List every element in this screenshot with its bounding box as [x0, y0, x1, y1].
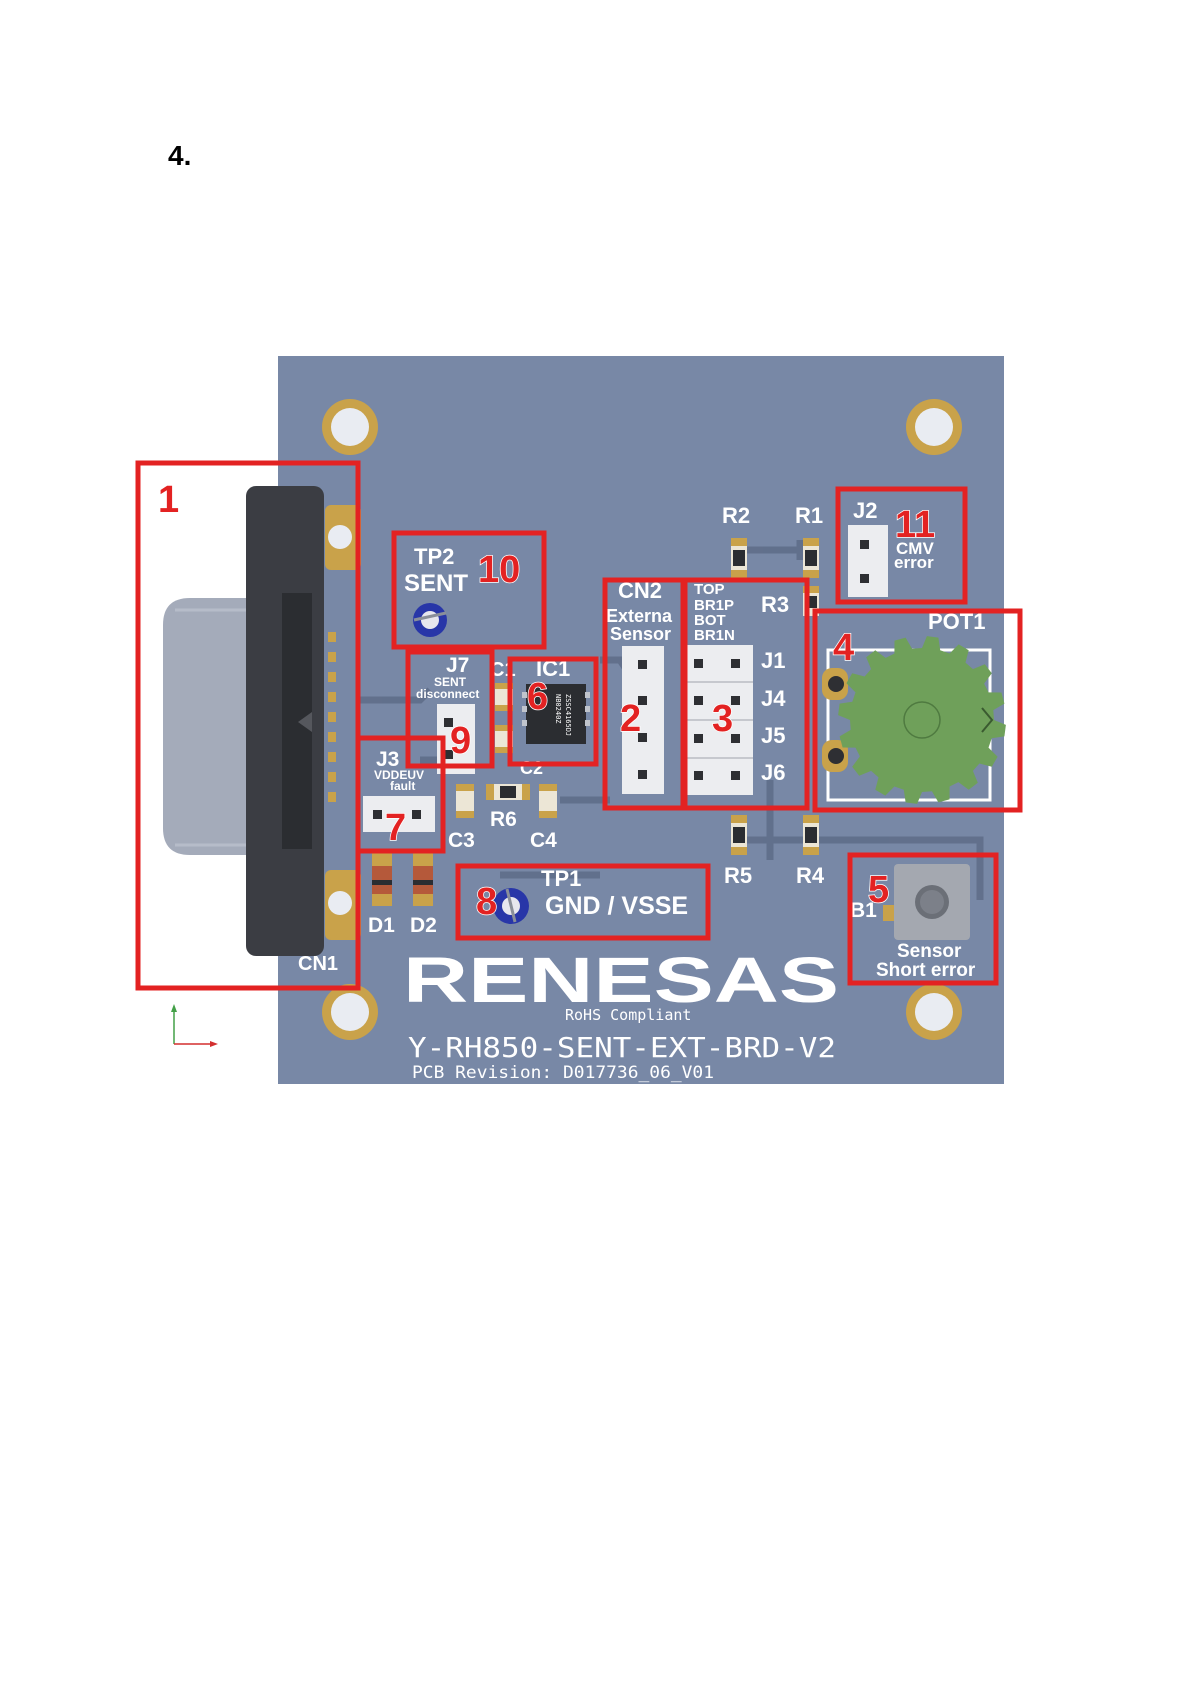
callout-number-9: 9 [450, 720, 471, 762]
axis-marker [171, 1004, 218, 1047]
j7-sub1: SENT [434, 675, 467, 689]
b1-sub1: Sensor [897, 941, 962, 962]
callout-number-5: 5 [868, 869, 889, 911]
callout-box-9 [405, 649, 495, 769]
ic1-chip: ZSSC4165DJ NB0240Z [522, 684, 590, 744]
r1-resistor [803, 538, 819, 578]
callout-box-10 [391, 530, 547, 650]
tp1-sub-label: GND / VSSE [545, 892, 688, 920]
j4-label: J4 [761, 686, 786, 711]
j3-label: J3 [376, 748, 399, 771]
board-name: Y-RH850-SENT-EXT-BRD-V2 [408, 1031, 836, 1064]
tp1-test-point [493, 888, 529, 924]
callout-number-2: 2 [620, 698, 641, 740]
brand-logo: RENESAS [403, 944, 839, 1016]
j2-sub2: error [894, 553, 934, 572]
callout-box-7 [355, 735, 446, 854]
callout-box-1 [135, 460, 361, 991]
cn2-sub1: Externa [606, 606, 673, 626]
callout-number-1: 1 [158, 479, 179, 521]
bot-label: BOT [694, 612, 726, 629]
j5-label: J5 [761, 723, 785, 748]
d2-diode [413, 852, 433, 906]
br1n-label: BR1N [694, 627, 735, 644]
j2-sub1: CMV [896, 539, 934, 558]
r5-label: R5 [724, 863, 752, 888]
callout-box-6 [507, 656, 599, 767]
tp2-label: TP2 [414, 544, 454, 569]
r4-resistor [803, 815, 819, 855]
cn2-header [622, 646, 664, 794]
callout-number-6: 6 [527, 676, 548, 718]
callout-box-5 [847, 852, 999, 986]
j7-sub2: disconnect [416, 687, 479, 701]
callout-number-3: 3 [712, 698, 733, 740]
callout-box-8 [455, 863, 711, 941]
tp1-label: TP1 [541, 866, 581, 891]
board-revision: PCB Revision: D017736_06_V01 [412, 1063, 714, 1083]
top-label: TOP [694, 581, 725, 598]
tp2-test-point [413, 603, 447, 637]
mounting-holes [322, 399, 962, 1040]
callout-number-11: 11 [895, 504, 935, 546]
callout-boxes [135, 460, 1023, 991]
d1-diode [372, 852, 392, 906]
j7-label: J7 [446, 654, 469, 677]
c2-label: C2 [520, 758, 543, 778]
ic1-chip-marking-2: NB0240Z [554, 694, 562, 724]
r2-resistor [731, 538, 747, 578]
r5-resistor [731, 815, 747, 855]
j1-label: J1 [761, 648, 785, 673]
c3-capacitor [456, 784, 474, 818]
r6-label: R6 [490, 808, 517, 831]
cn2-sub2: Sensor [610, 624, 671, 644]
j2-header [848, 525, 888, 597]
d2-label: D2 [410, 914, 437, 937]
d1-label: D1 [368, 914, 395, 937]
r1-label: R1 [795, 503, 823, 528]
br1p-label: BR1P [694, 597, 734, 614]
cn1-label: CN1 [298, 953, 338, 975]
j3-header [363, 796, 435, 832]
callout-box-11 [835, 486, 968, 605]
j6-label: J6 [761, 760, 785, 785]
tp2-sub-label: SENT [404, 570, 468, 597]
r3-label: R3 [761, 592, 789, 617]
c4-capacitor [539, 784, 557, 818]
c3-label: C3 [448, 829, 475, 852]
c4-label: C4 [530, 829, 557, 852]
callout-number-4: 4 [833, 627, 854, 669]
callout-number-7: 7 [385, 807, 406, 849]
r6-resistor [486, 784, 530, 800]
pot1-potentiometer [822, 636, 1006, 804]
callout-box-4 [812, 608, 1023, 813]
jumper-block-j1-j6 [681, 645, 753, 795]
rohs-label: RoHS Compliant [565, 1006, 691, 1024]
ic1-chip-marking-1: ZSSC4165DJ [564, 694, 572, 736]
j2-label: J2 [853, 498, 877, 523]
j3-sub1: VDDEUV [374, 768, 424, 782]
section-heading: 4. [168, 140, 192, 171]
j3-sub2: fault [390, 779, 415, 793]
callout-box-3 [680, 577, 810, 811]
callout-number-8: 8 [476, 881, 497, 923]
cn1-dsub-connector [163, 486, 361, 956]
callout-number-10: 10 [478, 549, 520, 591]
b1-sub2: Short error [876, 960, 976, 981]
r2-label: R2 [722, 503, 750, 528]
r4-label: R4 [796, 863, 825, 888]
b1-label: B1 [850, 899, 877, 922]
b1-push-button [883, 864, 970, 940]
